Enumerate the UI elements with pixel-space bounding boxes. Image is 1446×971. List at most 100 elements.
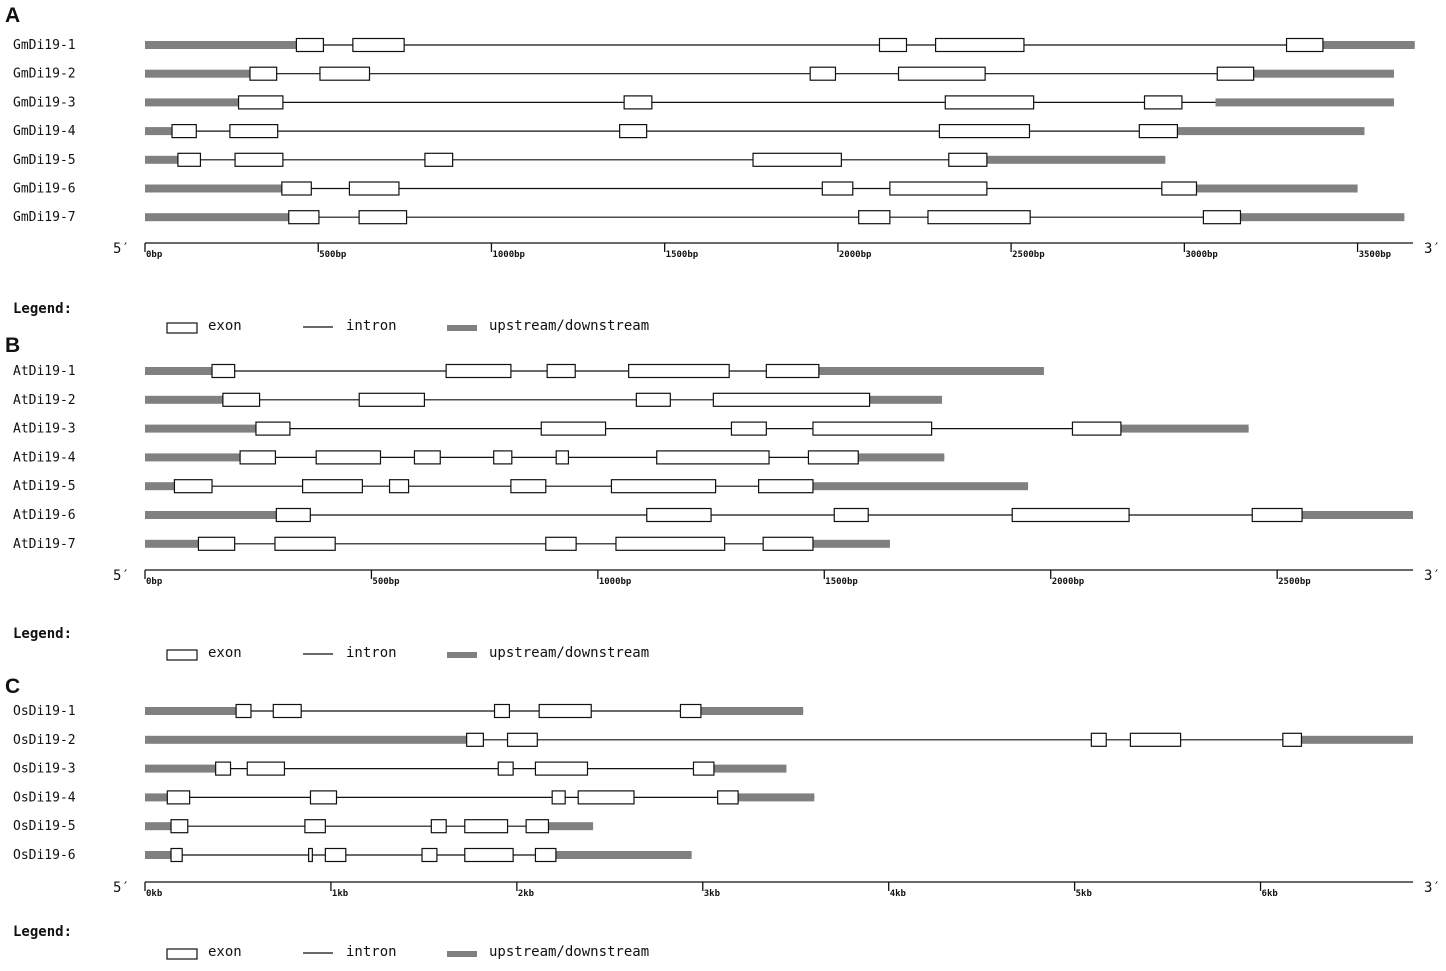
legend-intron-label: intron bbox=[346, 944, 397, 960]
legend-intron-label: intron bbox=[346, 318, 397, 334]
downstream-segment bbox=[555, 851, 692, 859]
exon-box bbox=[525, 819, 550, 834]
exon-box bbox=[308, 847, 313, 863]
upstream-segment bbox=[145, 127, 173, 136]
upstream-segment bbox=[145, 793, 168, 802]
tick-label: 1000bp bbox=[599, 577, 632, 587]
gene-row: AtDi19-1 bbox=[13, 363, 1044, 379]
gene-label: AtDi19-4 bbox=[13, 450, 76, 465]
downstream-segment bbox=[869, 395, 943, 404]
exon-box bbox=[821, 181, 854, 196]
gene-row: GmDi19-3 bbox=[13, 95, 1394, 110]
exon-box bbox=[497, 761, 514, 776]
downstream-segment bbox=[700, 707, 804, 715]
gene-row: OsDi19-2 bbox=[13, 732, 1413, 748]
exon-box bbox=[534, 847, 557, 863]
exon-box bbox=[765, 363, 820, 379]
gene-label: AtDi19-1 bbox=[13, 364, 76, 379]
exon-box bbox=[171, 123, 197, 139]
exon-box bbox=[166, 790, 191, 805]
tick-label: 3kb bbox=[704, 889, 721, 899]
downstream-segment bbox=[986, 155, 1166, 164]
exon-box bbox=[540, 421, 607, 436]
tick-label: 2kb bbox=[518, 889, 535, 899]
exon-box bbox=[577, 790, 635, 805]
downstream-segment bbox=[1177, 127, 1365, 136]
upstream-segment bbox=[145, 735, 467, 744]
gene-row: GmDi19-5 bbox=[13, 152, 1166, 168]
exon-box bbox=[430, 819, 447, 834]
five-prime-label: 5′ bbox=[113, 880, 130, 896]
gene-row: AtDi19-2 bbox=[13, 392, 943, 408]
upstream-segment bbox=[145, 851, 172, 859]
exon-box bbox=[1282, 732, 1303, 747]
exon-box bbox=[211, 363, 236, 379]
exon-box bbox=[421, 847, 438, 863]
exon-box bbox=[635, 392, 671, 407]
tick-label: 1000bp bbox=[492, 250, 525, 260]
upstream-segment bbox=[145, 482, 175, 491]
upstream-segment bbox=[145, 155, 178, 164]
downstream-segment bbox=[812, 482, 1029, 491]
five-prime-label: 5′ bbox=[113, 568, 130, 584]
exon-box bbox=[1090, 732, 1107, 747]
exon-box bbox=[1143, 95, 1183, 110]
exon-box bbox=[833, 507, 869, 523]
exon-box bbox=[1251, 507, 1303, 523]
exon-box bbox=[234, 152, 284, 167]
panel-letter: A bbox=[5, 4, 20, 27]
exon-box bbox=[1129, 732, 1182, 747]
panel-c: COsDi19-1OsDi19-2OsDi19-3OsDi19-4OsDi19-… bbox=[5, 675, 1441, 960]
upstream-segment bbox=[145, 764, 216, 773]
panel-a: AGmDi19-1GmDi19-2GmDi19-3GmDi19-4GmDi19-… bbox=[5, 4, 1441, 334]
exon-box bbox=[1071, 421, 1122, 436]
downstream-segment bbox=[812, 539, 890, 548]
gene-label: OsDi19-6 bbox=[13, 848, 76, 863]
exon-box bbox=[215, 761, 232, 776]
exon-box bbox=[812, 421, 933, 436]
gene-label: OsDi19-4 bbox=[13, 790, 76, 805]
exon-box bbox=[545, 536, 577, 551]
exon-box bbox=[315, 450, 382, 465]
exon-box bbox=[464, 819, 509, 834]
upstream-segment bbox=[145, 453, 241, 462]
upstream-segment bbox=[145, 707, 237, 715]
upstream-segment bbox=[145, 69, 250, 78]
exon-box bbox=[538, 703, 592, 719]
exon-box bbox=[348, 181, 400, 196]
upstream-segment bbox=[145, 539, 199, 548]
legend-exon-label: exon bbox=[208, 645, 242, 661]
exon-box bbox=[692, 761, 715, 776]
exon-box bbox=[249, 66, 278, 81]
downstream-segment bbox=[1215, 98, 1394, 107]
legend-exon-swatch bbox=[166, 649, 198, 661]
exon-box bbox=[938, 123, 1031, 139]
exon-box bbox=[948, 152, 988, 167]
legend-title: Legend: bbox=[13, 626, 72, 642]
gene-label: GmDi19-3 bbox=[13, 95, 76, 110]
gene-label: GmDi19-1 bbox=[13, 38, 76, 53]
gene-label: OsDi19-1 bbox=[13, 704, 76, 719]
gene-row: GmDi19-1 bbox=[13, 37, 1415, 53]
exon-box bbox=[1011, 507, 1130, 523]
tick-label: 0bp bbox=[146, 577, 163, 587]
exon-box bbox=[309, 790, 338, 805]
legend-updown-swatch bbox=[447, 325, 477, 331]
gene-label: AtDi19-3 bbox=[13, 422, 76, 437]
exon-box bbox=[281, 181, 312, 196]
exon-box bbox=[1216, 66, 1255, 81]
exon-box bbox=[1202, 210, 1242, 225]
gene-label: GmDi19-7 bbox=[13, 210, 76, 225]
tick-label: 1500bp bbox=[666, 250, 699, 260]
exon-box bbox=[646, 507, 712, 523]
exon-box bbox=[878, 37, 908, 53]
exon-box bbox=[506, 732, 538, 747]
exon-box bbox=[534, 761, 589, 776]
exon-box bbox=[1138, 123, 1179, 139]
tick-label: 2000bp bbox=[839, 250, 872, 260]
legend-updown-label: upstream/downstream bbox=[489, 944, 649, 960]
